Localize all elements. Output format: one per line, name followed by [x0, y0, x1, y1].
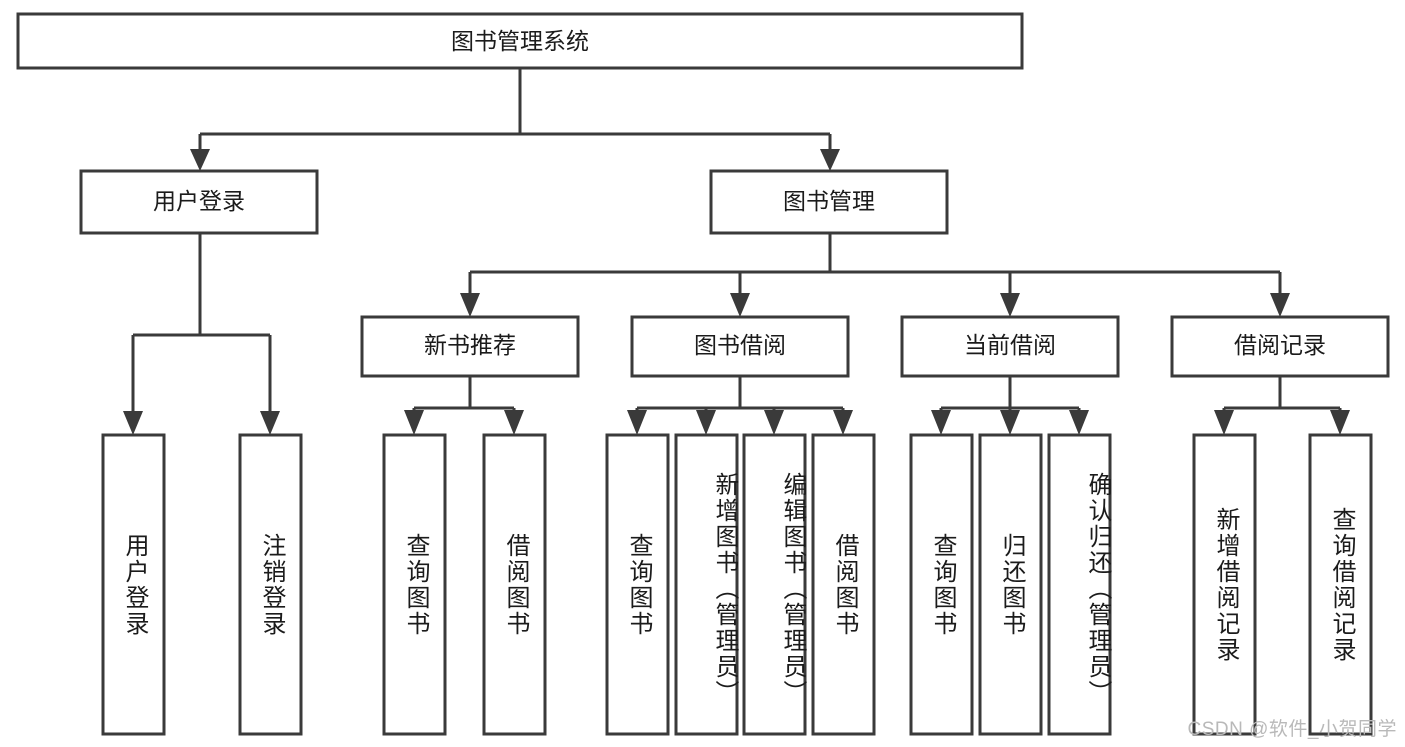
arrow-head-icon: [764, 410, 784, 435]
leaf-box-query-book-2[interactable]: [605, 433, 670, 736]
leaf-box-confirm-return[interactable]: [1047, 433, 1112, 736]
arrow-head-icon: [1000, 293, 1020, 317]
connector-user-login-to-leaves: [123, 233, 280, 435]
leaf-box-borrow-book-1[interactable]: [482, 433, 547, 736]
connector-current-borrow-to-leaves: [931, 376, 1089, 435]
watermark-text: CSDN @软件_小贺同学: [1187, 719, 1397, 740]
node-root[interactable]: 图书管理系统: [16, 12, 1024, 70]
connector-book-borrow-to-leaves: [627, 376, 853, 435]
node-label: 当前借阅: [964, 332, 1056, 358]
arrow-head-icon: [1330, 410, 1350, 435]
node-current-borrow[interactable]: 当前借阅: [900, 315, 1120, 378]
arrow-head-icon: [730, 293, 750, 317]
arrow-head-icon: [1069, 410, 1089, 435]
arrow-head-icon: [1214, 410, 1234, 435]
leaf-box-borrow-book-2[interactable]: [811, 433, 876, 736]
arrow-head-icon: [696, 410, 716, 435]
node-label: 图书管理系统: [451, 28, 589, 54]
arrow-head-icon: [1270, 293, 1290, 317]
leaf-box-add-book[interactable]: [674, 433, 739, 736]
arrow-head-icon: [460, 293, 480, 317]
node-box-shape: [709, 169, 949, 235]
leaf-box-user-login[interactable]: [101, 433, 166, 736]
node-box-shape: [79, 169, 319, 235]
node-box-shape: [900, 315, 1120, 378]
node-label: 用户登录: [153, 188, 245, 214]
connector-borrow-record-to-leaves: [1214, 376, 1350, 435]
node-label: 图书借阅: [694, 332, 786, 358]
connector-new-book-to-leaves: [404, 376, 524, 435]
arrow-head-icon: [1000, 410, 1020, 435]
leaf-box-query-book-1[interactable]: [382, 433, 447, 736]
arrow-head-icon: [833, 410, 853, 435]
node-box-shape: [360, 315, 580, 378]
leaf-box-edit-book[interactable]: [742, 433, 807, 736]
node-label: 图书管理: [783, 188, 875, 214]
arrow-head-icon: [123, 411, 143, 435]
node-new-book-recommend[interactable]: 新书推荐: [360, 315, 580, 378]
arrow-head-icon: [504, 410, 524, 435]
node-book-management[interactable]: 图书管理: [709, 169, 949, 235]
node-user-login[interactable]: 用户登录: [79, 169, 319, 235]
node-book-borrow[interactable]: 图书借阅: [630, 315, 850, 378]
leaf-box-logout[interactable]: [238, 433, 303, 736]
leaf-box-return-book[interactable]: [978, 433, 1043, 736]
leaf-box-query-book-3[interactable]: [909, 433, 974, 736]
arrow-head-icon: [404, 410, 424, 435]
connector-book-mgmt-to-level3: [460, 233, 1290, 317]
node-box-shape: [630, 315, 850, 378]
node-label: 新书推荐: [424, 332, 516, 358]
connector-root-to-level2: [190, 68, 840, 171]
node-box-shape: [1170, 315, 1390, 378]
arrow-head-icon: [260, 411, 280, 435]
node-box-shape: [16, 12, 1024, 70]
node-label: 借阅记录: [1234, 332, 1326, 358]
leaf-box-add-record[interactable]: [1192, 433, 1257, 736]
arrow-head-icon: [820, 149, 840, 171]
arrow-head-icon: [931, 410, 951, 435]
arrow-head-icon: [627, 410, 647, 435]
leaf-box-query-record[interactable]: [1308, 433, 1373, 736]
node-borrow-record[interactable]: 借阅记录: [1170, 315, 1390, 378]
arrow-head-icon: [190, 149, 210, 171]
